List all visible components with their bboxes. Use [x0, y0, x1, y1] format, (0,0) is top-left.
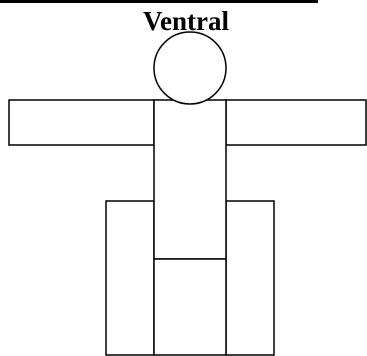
right-arm	[226, 100, 366, 145]
pelvis	[154, 259, 226, 355]
torso	[154, 100, 226, 259]
head	[154, 32, 226, 104]
left-leg	[106, 201, 154, 355]
right-leg	[226, 201, 274, 355]
diagram-title: Ventral	[143, 6, 229, 36]
left-arm	[9, 100, 154, 145]
